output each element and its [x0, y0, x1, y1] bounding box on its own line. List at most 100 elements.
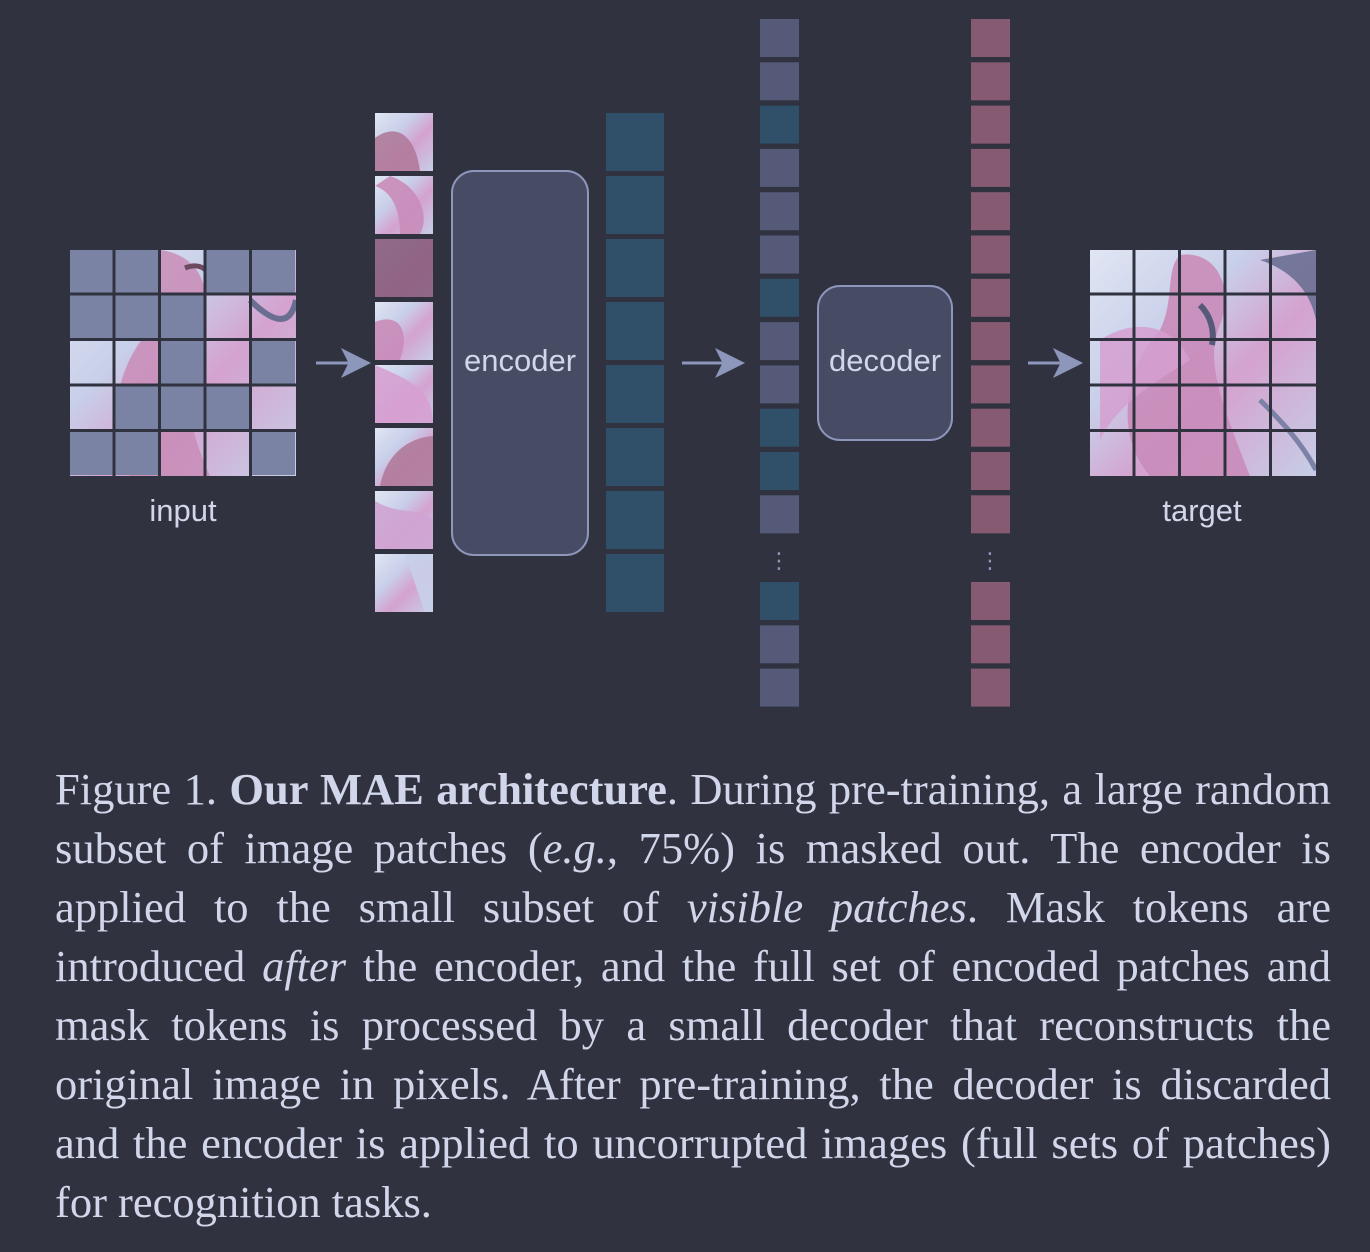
patch-content [375, 365, 433, 423]
decoded-token [971, 235, 1010, 274]
mask-token [760, 365, 799, 404]
encoded-token [760, 582, 799, 620]
masked-patch [206, 386, 250, 430]
grid-gap [1132, 250, 1136, 476]
grid-gap [70, 429, 296, 432]
grid-gap [1090, 383, 1316, 387]
caption-text-3: . Mask tokens are introduced [55, 882, 1331, 991]
full-tokens-ellipsis: ⋮ [768, 548, 790, 573]
mask-token [760, 62, 799, 101]
encoded-token [606, 239, 664, 297]
patch-content [375, 319, 404, 360]
decoded-tokens-ellipsis: ⋮ [979, 548, 1001, 573]
patch-content [375, 131, 420, 171]
encoded-token [606, 428, 664, 486]
encoded-token [606, 113, 664, 171]
grid-gap [112, 250, 116, 476]
masked-patch [115, 250, 159, 293]
decoded-token [971, 625, 1010, 664]
patch-content [375, 239, 433, 297]
caption-title: Our MAE architecture [229, 764, 667, 814]
caption-visible-patches: visible patches [686, 882, 967, 932]
grid-gap [1269, 250, 1272, 476]
grid-gap [1090, 338, 1316, 341]
grid-gap [1178, 250, 1181, 476]
grid-gap [70, 338, 296, 341]
decoded-token [971, 19, 1010, 57]
decoded-token [971, 278, 1010, 317]
caption-after: after [262, 941, 347, 991]
caption-eg: e.g. [542, 823, 607, 873]
masked-patch [161, 341, 204, 384]
mask-token [760, 148, 799, 187]
grid-gap [70, 383, 296, 387]
decoded-tokens-column [971, 19, 1010, 707]
grid-gap [249, 250, 252, 476]
input-image [70, 250, 296, 476]
input-label: input [149, 493, 217, 528]
decoded-token [971, 495, 1010, 534]
mask-token [760, 668, 799, 707]
caption-prefix: Figure 1. [55, 764, 230, 814]
decoded-token [971, 452, 1010, 490]
encoded-token [606, 491, 664, 549]
visible-patches-column [375, 113, 433, 612]
decoded-token [971, 105, 1010, 144]
masked-patch [115, 386, 159, 430]
target-label: target [1162, 493, 1242, 528]
masked-patch [161, 295, 204, 339]
encoder-block [451, 170, 589, 556]
grid-gap [70, 292, 296, 296]
full-token-sequence [760, 19, 799, 707]
decoded-token [971, 668, 1010, 707]
target-image [1090, 250, 1316, 476]
encoded-token [760, 408, 799, 447]
patch-content [405, 554, 433, 612]
encoder-label: encoder [464, 343, 576, 378]
masked-patch [70, 432, 113, 475]
encoded-token [760, 278, 799, 317]
decoded-token [971, 365, 1010, 404]
decoded-token [971, 192, 1010, 231]
mae-architecture-diagram: encoder ⋮ decoder ⋮ input target [70, 19, 1316, 707]
encoded-token [606, 554, 664, 612]
patch-content [375, 176, 424, 234]
masked-patch [252, 250, 295, 293]
caption-text-4: the encoder, and the full set of en­code… [55, 941, 1331, 1227]
decoder-label: decoder [829, 343, 941, 378]
mask-token [760, 625, 799, 664]
patch-content [380, 436, 433, 486]
decoded-token [971, 582, 1010, 620]
decoded-token [971, 148, 1010, 187]
caption-text-1: . During pre-training, a large random su… [55, 764, 1332, 873]
masked-patch [70, 295, 113, 339]
grid-gap [1090, 292, 1316, 296]
masked-patch [70, 250, 113, 293]
mask-token [760, 322, 799, 361]
decoded-token [971, 62, 1010, 101]
decoder-block [817, 285, 953, 441]
encoded-tokens-column [606, 113, 664, 612]
grid-gap [1223, 250, 1227, 476]
grid-gap [158, 250, 161, 476]
masked-patch [161, 386, 204, 430]
encoded-token [760, 105, 799, 144]
decoded-token [971, 408, 1010, 447]
decoded-token [971, 322, 1010, 361]
masked-patch [252, 341, 295, 384]
encoded-token [606, 176, 664, 234]
grid-gap [203, 250, 207, 476]
masked-patch [115, 295, 159, 339]
encoded-token [606, 302, 664, 360]
caption-text-2: , 75%) is masked out. The encoder is app… [55, 823, 1331, 932]
masked-patch [206, 250, 250, 293]
masked-patch [252, 432, 295, 475]
encoded-token [760, 452, 799, 490]
mask-token [760, 235, 799, 274]
mask-token [760, 495, 799, 534]
figure-caption: Figure 1. Our MAE architecture. During p… [55, 760, 1331, 1232]
mask-token [760, 19, 799, 57]
patch-content [375, 501, 433, 549]
mask-token [760, 192, 799, 231]
encoded-token [606, 365, 664, 423]
